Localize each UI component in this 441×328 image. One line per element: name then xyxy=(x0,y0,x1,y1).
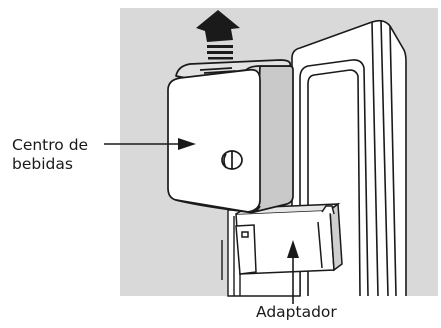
adapter-part xyxy=(236,204,342,274)
adapter-label: Adaptador xyxy=(256,303,337,322)
adapter-slot xyxy=(242,232,248,237)
beverage-center-label-line2: bebidas xyxy=(12,155,88,174)
beverage-center xyxy=(168,60,293,212)
beverage-center-label: Centro de bebidas xyxy=(12,136,88,174)
beverage-center-label-line1: Centro de xyxy=(12,136,88,155)
